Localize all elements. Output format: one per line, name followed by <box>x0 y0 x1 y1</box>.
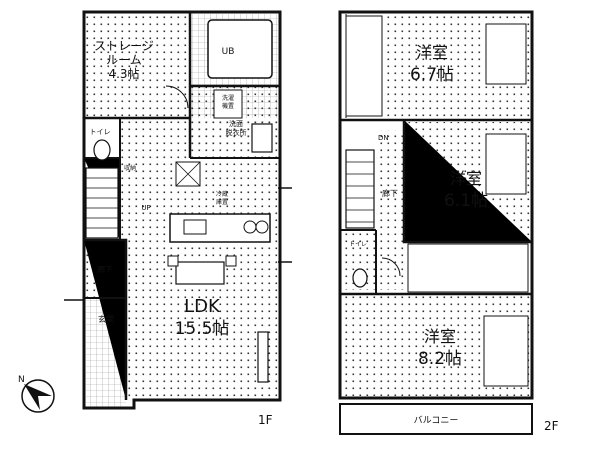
kitchen-sink <box>183 219 207 235</box>
laundry-label-2: 機置 <box>222 102 234 110</box>
floor-1-plan: ストレージ ルーム 4.3帖 UB 洗面 脱衣所 洗濯 機置 トイレ 収納 UP… <box>64 10 292 427</box>
floor-1-label: 1F <box>258 413 273 427</box>
toilet-fixture-2f <box>352 268 368 288</box>
wash-label-1: 洗面 <box>229 119 243 128</box>
storage-small-label: 収納 <box>124 164 136 172</box>
fridge-label-1: 冷蔵 <box>216 190 228 198</box>
toilet-wall-2f <box>340 229 377 294</box>
bed-room1 <box>485 23 527 85</box>
storage-size: 4.3帖 <box>108 66 139 81</box>
room3-name: 洋室 <box>424 327 456 346</box>
room2-wall <box>402 120 532 244</box>
door-marks <box>64 187 292 301</box>
laundry-space <box>213 89 243 119</box>
door-swing <box>165 85 189 109</box>
closet-room1 <box>345 15 383 117</box>
north-arrow-icon: N <box>18 375 55 413</box>
floor-2-plan: 洋室 6.7帖 洋室 6.1帖 洋室 8.2帖 DN 廊下 トイレ バルコニー … <box>338 10 559 435</box>
room2-name: 洋室 <box>450 169 482 188</box>
ldk-size: 15.5帖 <box>175 319 230 339</box>
balcony <box>339 403 533 435</box>
bed-room2 <box>485 133 527 195</box>
floor-1-outer-wall <box>82 10 282 410</box>
bathtub <box>207 19 273 79</box>
hall-label-2f: 廊下 <box>382 188 398 198</box>
hall-wall <box>84 238 128 400</box>
storage-room-floor <box>84 14 192 118</box>
toilet-fixture <box>93 139 111 161</box>
hall-floor-2f <box>376 130 404 290</box>
laundry-label-1: 洗濯 <box>222 94 234 102</box>
dn-label: DN <box>378 134 389 142</box>
north-letter: N <box>18 375 25 385</box>
wash-basin <box>251 123 273 153</box>
room2-size: 6.1帖 <box>444 191 488 211</box>
storage-label-2: ルーム <box>106 53 142 67</box>
chair <box>167 255 179 267</box>
ldk-floor <box>120 118 278 400</box>
hall-label-1f: 廊下 <box>97 264 113 274</box>
stairs-2f <box>345 149 375 229</box>
door-swing-2f <box>381 257 401 277</box>
closet-room3 <box>407 243 529 293</box>
ub-label: UB <box>222 47 235 57</box>
dining-table <box>175 261 225 285</box>
bed-room3 <box>483 315 529 387</box>
stove-burner <box>255 220 269 234</box>
ldk-name: LDK <box>184 296 221 317</box>
floor-2-label: 2F <box>544 419 559 433</box>
tv-stand <box>257 331 269 383</box>
balcony-label: バルコニー <box>414 415 459 426</box>
wash-label-2: 脱衣所 <box>226 128 247 137</box>
room1-name: 洋室 <box>416 43 448 62</box>
kitchen-counter <box>169 213 271 243</box>
room1-size: 6.7帖 <box>410 65 454 85</box>
floor-2-outer-wall <box>338 10 534 400</box>
chair <box>225 255 237 267</box>
up-label: UP <box>141 204 150 212</box>
entrance-label: 玄関 <box>98 314 114 324</box>
toilet-label-2f: トイレ <box>349 241 367 248</box>
room3-size: 8.2帖 <box>418 349 462 369</box>
stairs-1f <box>85 167 119 239</box>
storage-label-1: ストレージ <box>94 39 154 53</box>
fridge-label-2: 庫置 <box>216 198 228 206</box>
toilet-label-1f: トイレ <box>90 128 111 136</box>
